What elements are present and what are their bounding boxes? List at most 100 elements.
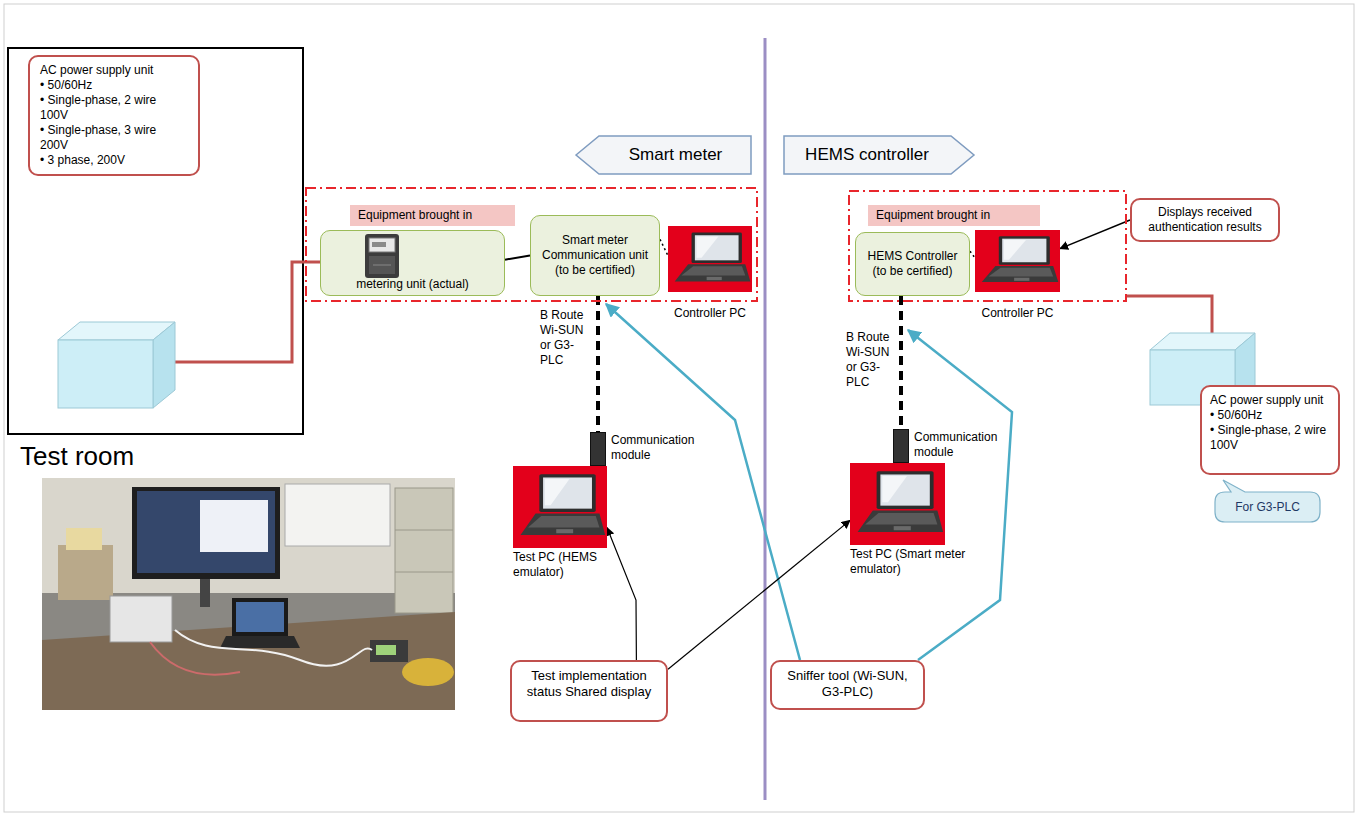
photo-equipment <box>110 596 172 642</box>
meter-terminal <box>369 256 395 274</box>
b-route-link <box>596 296 600 432</box>
cube-front <box>58 340 153 408</box>
laptop-base <box>675 264 751 281</box>
sniffer-arrow <box>606 304 800 660</box>
test-room-frame <box>8 48 303 434</box>
comm-module: Communication module <box>590 432 606 466</box>
callout-text: • Single-phase, 3 wire 200V <box>40 123 176 153</box>
laptop-keyboard <box>989 268 1054 277</box>
photo-chair <box>402 658 454 686</box>
bubble-text: For G3-PLC <box>1235 500 1300 515</box>
callout-box: Test implementation status Shared displa… <box>510 660 668 722</box>
laptop-keyboard <box>865 513 937 524</box>
region-tab: Equipment brought in <box>350 205 515 226</box>
power-cable <box>172 262 320 362</box>
photo-monitor-window <box>200 500 268 552</box>
section-title: HEMS controller <box>805 144 929 165</box>
meter-body <box>365 234 399 278</box>
test-room-photo <box>42 478 455 710</box>
section-arrow: Smart meter <box>575 135 752 175</box>
bubble-shape <box>1215 480 1320 522</box>
divider-line <box>764 38 767 800</box>
laptop-drawing <box>975 230 1060 292</box>
device-box: Smart meter Communication unit (to be ce… <box>530 215 660 296</box>
laptop-icon: Test PC (Smart meter emulator) <box>850 463 945 545</box>
laptop-screen <box>543 477 592 508</box>
photo-monitor-stand <box>200 579 210 607</box>
module-label: Communication module <box>611 433 701 463</box>
b-route-link <box>899 296 903 429</box>
pc-label: Controller PC <box>674 306 746 321</box>
photo-box <box>66 528 102 550</box>
callout-text: AC power supply unit <box>40 63 176 78</box>
laptop-lid <box>999 236 1050 265</box>
laptop-icon: Controller PC <box>975 230 1060 292</box>
meter-display <box>369 238 395 252</box>
room-title: Test room <box>20 440 220 473</box>
screen-glare <box>882 476 907 502</box>
photo-cabinet <box>395 488 453 613</box>
dashed-border <box>849 191 1126 301</box>
callout-arrow <box>668 520 850 669</box>
laptop-lid <box>877 471 934 509</box>
laptop-drawing <box>668 226 752 292</box>
callout-box: Sniffer tool (Wi-SUN, G3-PLC) <box>770 660 925 710</box>
meter-line <box>373 265 391 266</box>
laptop-screen <box>880 474 929 505</box>
link-label: B Route Wi-SUN or G3-PLC <box>540 308 594 368</box>
photo-shelf <box>58 545 113 600</box>
callout-box: AC power supply unit• 50/60Hz• Single-ph… <box>1200 385 1340 475</box>
power-supply-cube <box>58 322 175 408</box>
device-label: HEMS Controller (to be certified) <box>861 249 964 279</box>
photo-ground <box>42 478 455 710</box>
callout-text: • 50/60Hz <box>1210 408 1330 423</box>
arrow-shape <box>576 136 751 174</box>
laptop-touchpad <box>556 529 573 533</box>
meter-drawing <box>361 234 403 278</box>
equipment-region: metering unit (actual) Smart meter Commun… <box>305 187 758 302</box>
callout-text: • 3 phase, 200V <box>40 153 176 168</box>
photo-monitor <box>132 487 280 579</box>
pc-label: Controller PC <box>981 306 1053 321</box>
photo-cable <box>175 630 372 666</box>
link-label: B Route Wi-SUN or G3-PLC <box>846 330 900 390</box>
comm-module: Communication module <box>893 429 909 463</box>
laptop-screen <box>695 235 739 260</box>
photo-cable <box>150 642 240 675</box>
photo-monitor-screen <box>137 491 275 573</box>
photo-cabinet-line <box>395 572 453 573</box>
dashed-border <box>306 188 757 301</box>
callout-text: • Single-phase, 2 wire 100V <box>40 93 176 123</box>
laptop-keyboard <box>681 266 745 275</box>
speech-bubble: For G3-PLC <box>1215 492 1320 522</box>
device-label: metering unit (actual) <box>356 277 469 292</box>
photo-whiteboard <box>285 484 390 546</box>
section-title: Smart meter <box>629 144 723 165</box>
laptop-touchpad <box>707 277 722 280</box>
device-box: metering unit (actual) <box>320 230 505 296</box>
callout-text: • Single-phase, 2 wire 100V <box>1210 423 1330 453</box>
signal-line <box>505 256 530 260</box>
laptop-lid <box>692 233 742 263</box>
pc-label: Test PC (Smart meter emulator) <box>850 547 990 577</box>
screen-glare <box>545 479 569 505</box>
callout-text: • 50/60Hz <box>40 78 176 93</box>
callout-box: AC power supply unit• 50/60Hz• Single-ph… <box>28 55 200 176</box>
cube-side <box>153 322 175 408</box>
callout-text: Sniffer tool (Wi-SUN, G3-PLC) <box>780 668 915 701</box>
photo-laptop <box>232 598 288 636</box>
callout-box: Displays received authentication results <box>1130 198 1280 242</box>
laptop-base <box>521 514 606 535</box>
callout-arrow <box>607 528 636 661</box>
laptop-lid <box>539 474 595 512</box>
module-label: Communication module <box>914 430 1004 460</box>
laptop-icon: Controller PC <box>668 226 752 292</box>
callout-text: Displays received authentication results <box>1138 205 1272 235</box>
laptop-base <box>858 511 944 532</box>
pc-label: Test PC (HEMS emulator) <box>513 550 613 580</box>
laptop-drawing <box>850 463 945 545</box>
laptop-base <box>982 266 1059 282</box>
